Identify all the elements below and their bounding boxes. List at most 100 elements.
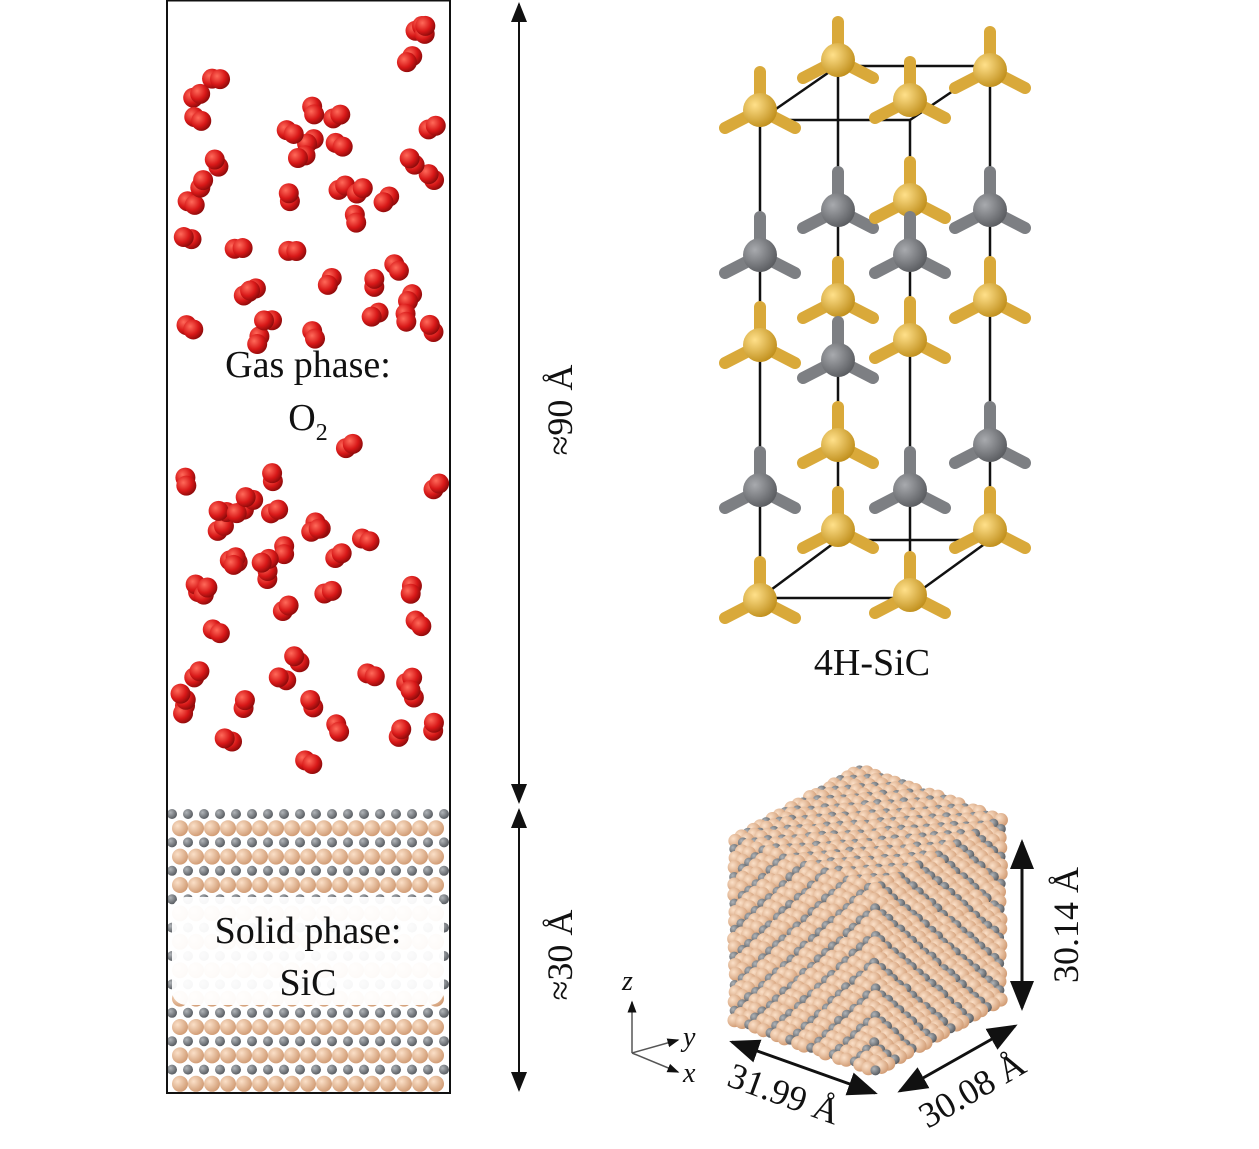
- carbon-atom: [359, 865, 369, 876]
- oxygen-atom: [373, 192, 394, 213]
- silicon-atom: [396, 1047, 412, 1064]
- carbon-atom: [263, 1064, 273, 1075]
- silicon-atom: [893, 83, 927, 117]
- silicon-atom: [236, 1019, 252, 1035]
- oxygen-atom: [226, 503, 247, 524]
- carbon-atom: [295, 1007, 305, 1018]
- oxygen-atom: [183, 319, 204, 340]
- carbon-atom: [327, 809, 337, 819]
- oxygen-atom: [332, 136, 353, 157]
- carbon-atom: [311, 1036, 321, 1047]
- carbon-atom: [247, 865, 257, 876]
- oxygen-atom: [278, 595, 299, 616]
- carbon-atom: [215, 837, 225, 848]
- carbon-atom: [407, 1036, 417, 1047]
- silicon-atom: [220, 1075, 236, 1092]
- carbon-atom: [279, 809, 289, 819]
- silicon-atom: [268, 877, 284, 893]
- oxygen-atom: [321, 580, 342, 601]
- carbon-atom: [231, 1036, 241, 1047]
- oxygen-atom: [278, 183, 299, 204]
- carbon-atom: [391, 1007, 401, 1018]
- solid-height-label: ≈30 Å: [540, 910, 580, 1001]
- carbon-atom: [423, 1036, 433, 1047]
- oxygen-atom: [254, 310, 275, 331]
- silicon-atom: [332, 848, 348, 865]
- silicon-atom: [300, 820, 316, 837]
- silicon-atom: [396, 820, 412, 837]
- carbon-atom: [311, 809, 321, 819]
- silicon-atom: [396, 848, 412, 865]
- z-axis-label: z: [621, 966, 633, 997]
- oxygen-atom: [262, 463, 283, 484]
- silicon-atom: [236, 1075, 252, 1092]
- silicon-atom: [428, 1075, 444, 1092]
- carbon-atom: [199, 1064, 209, 1075]
- y-axis: [631, 1038, 680, 1054]
- oxygen-atom: [346, 212, 367, 233]
- silicon-atom: [188, 877, 204, 893]
- oxygen-atom: [361, 306, 382, 327]
- carbon-atom: [407, 809, 417, 819]
- silicon-atom: [412, 820, 428, 837]
- slab-y-length-arrow: [897, 1024, 1018, 1093]
- silicon-atom: [412, 1075, 428, 1092]
- silicon-atom: [316, 1019, 332, 1035]
- silicon-atom: [316, 820, 332, 837]
- carbon-atom: [215, 1036, 225, 1047]
- silicon-atom: [396, 1075, 412, 1092]
- carbon-atom: [231, 809, 241, 819]
- carbon-atom: [343, 1036, 353, 1047]
- oxygen-atom: [308, 518, 329, 539]
- carbon-atom: [263, 809, 273, 819]
- oxygen-atom: [359, 531, 380, 552]
- silicon-atom: [743, 93, 777, 127]
- oxygen-atom: [235, 487, 256, 508]
- silicon-atom: [204, 1075, 220, 1092]
- carbon-atom: [423, 837, 433, 848]
- silicon-atom: [348, 877, 364, 893]
- carbon-atom: [199, 1007, 209, 1018]
- silicon-atom: [893, 578, 927, 612]
- silicon-atom: [300, 848, 316, 865]
- silicon-atom: [380, 1047, 396, 1064]
- silicon-atom: [300, 877, 316, 893]
- carbon-atom: [359, 809, 369, 819]
- carbon-atom: [295, 865, 305, 876]
- carbon-atom: [893, 238, 927, 272]
- silicon-atom: [188, 1047, 204, 1064]
- silicon-atom: [236, 1047, 252, 1064]
- carbon-atom: [279, 1036, 289, 1047]
- oxygen-atom: [429, 473, 449, 494]
- carbon-atom: [870, 1065, 881, 1076]
- oxygen-atom: [193, 170, 214, 191]
- carbon-atom: [423, 865, 433, 876]
- carbon-atom: [821, 343, 855, 377]
- silicon-atom: [973, 53, 1007, 87]
- silicon-atom: [268, 848, 284, 865]
- y-axis-label: y: [680, 1022, 696, 1053]
- silicon-atom: [188, 1075, 204, 1092]
- silicon-atom: [252, 877, 268, 893]
- oxygen-atom: [364, 268, 385, 289]
- silicon-atom: [821, 513, 855, 547]
- silicon-atom: [172, 820, 188, 837]
- carbon-atom: [439, 837, 449, 848]
- silicon-atom: [332, 1019, 348, 1035]
- silicon-atom: [252, 1075, 268, 1092]
- carbon-atom: [391, 865, 401, 876]
- silicon-atom: [204, 877, 220, 893]
- carbon-atom: [183, 837, 193, 848]
- carbon-atom: [359, 1064, 369, 1075]
- carbon-atom: [359, 1007, 369, 1018]
- carbon-atom: [391, 809, 401, 819]
- silicon-atom: [380, 848, 396, 865]
- silicon-atom: [268, 1075, 284, 1092]
- carbon-atom: [327, 1064, 337, 1075]
- carbon-atom: [199, 809, 209, 819]
- carbon-atom: [183, 1064, 193, 1075]
- oxygen-atom: [286, 241, 307, 262]
- carbon-atom: [231, 1064, 241, 1075]
- carbon-atom: [375, 837, 385, 848]
- carbon-atom: [199, 865, 209, 876]
